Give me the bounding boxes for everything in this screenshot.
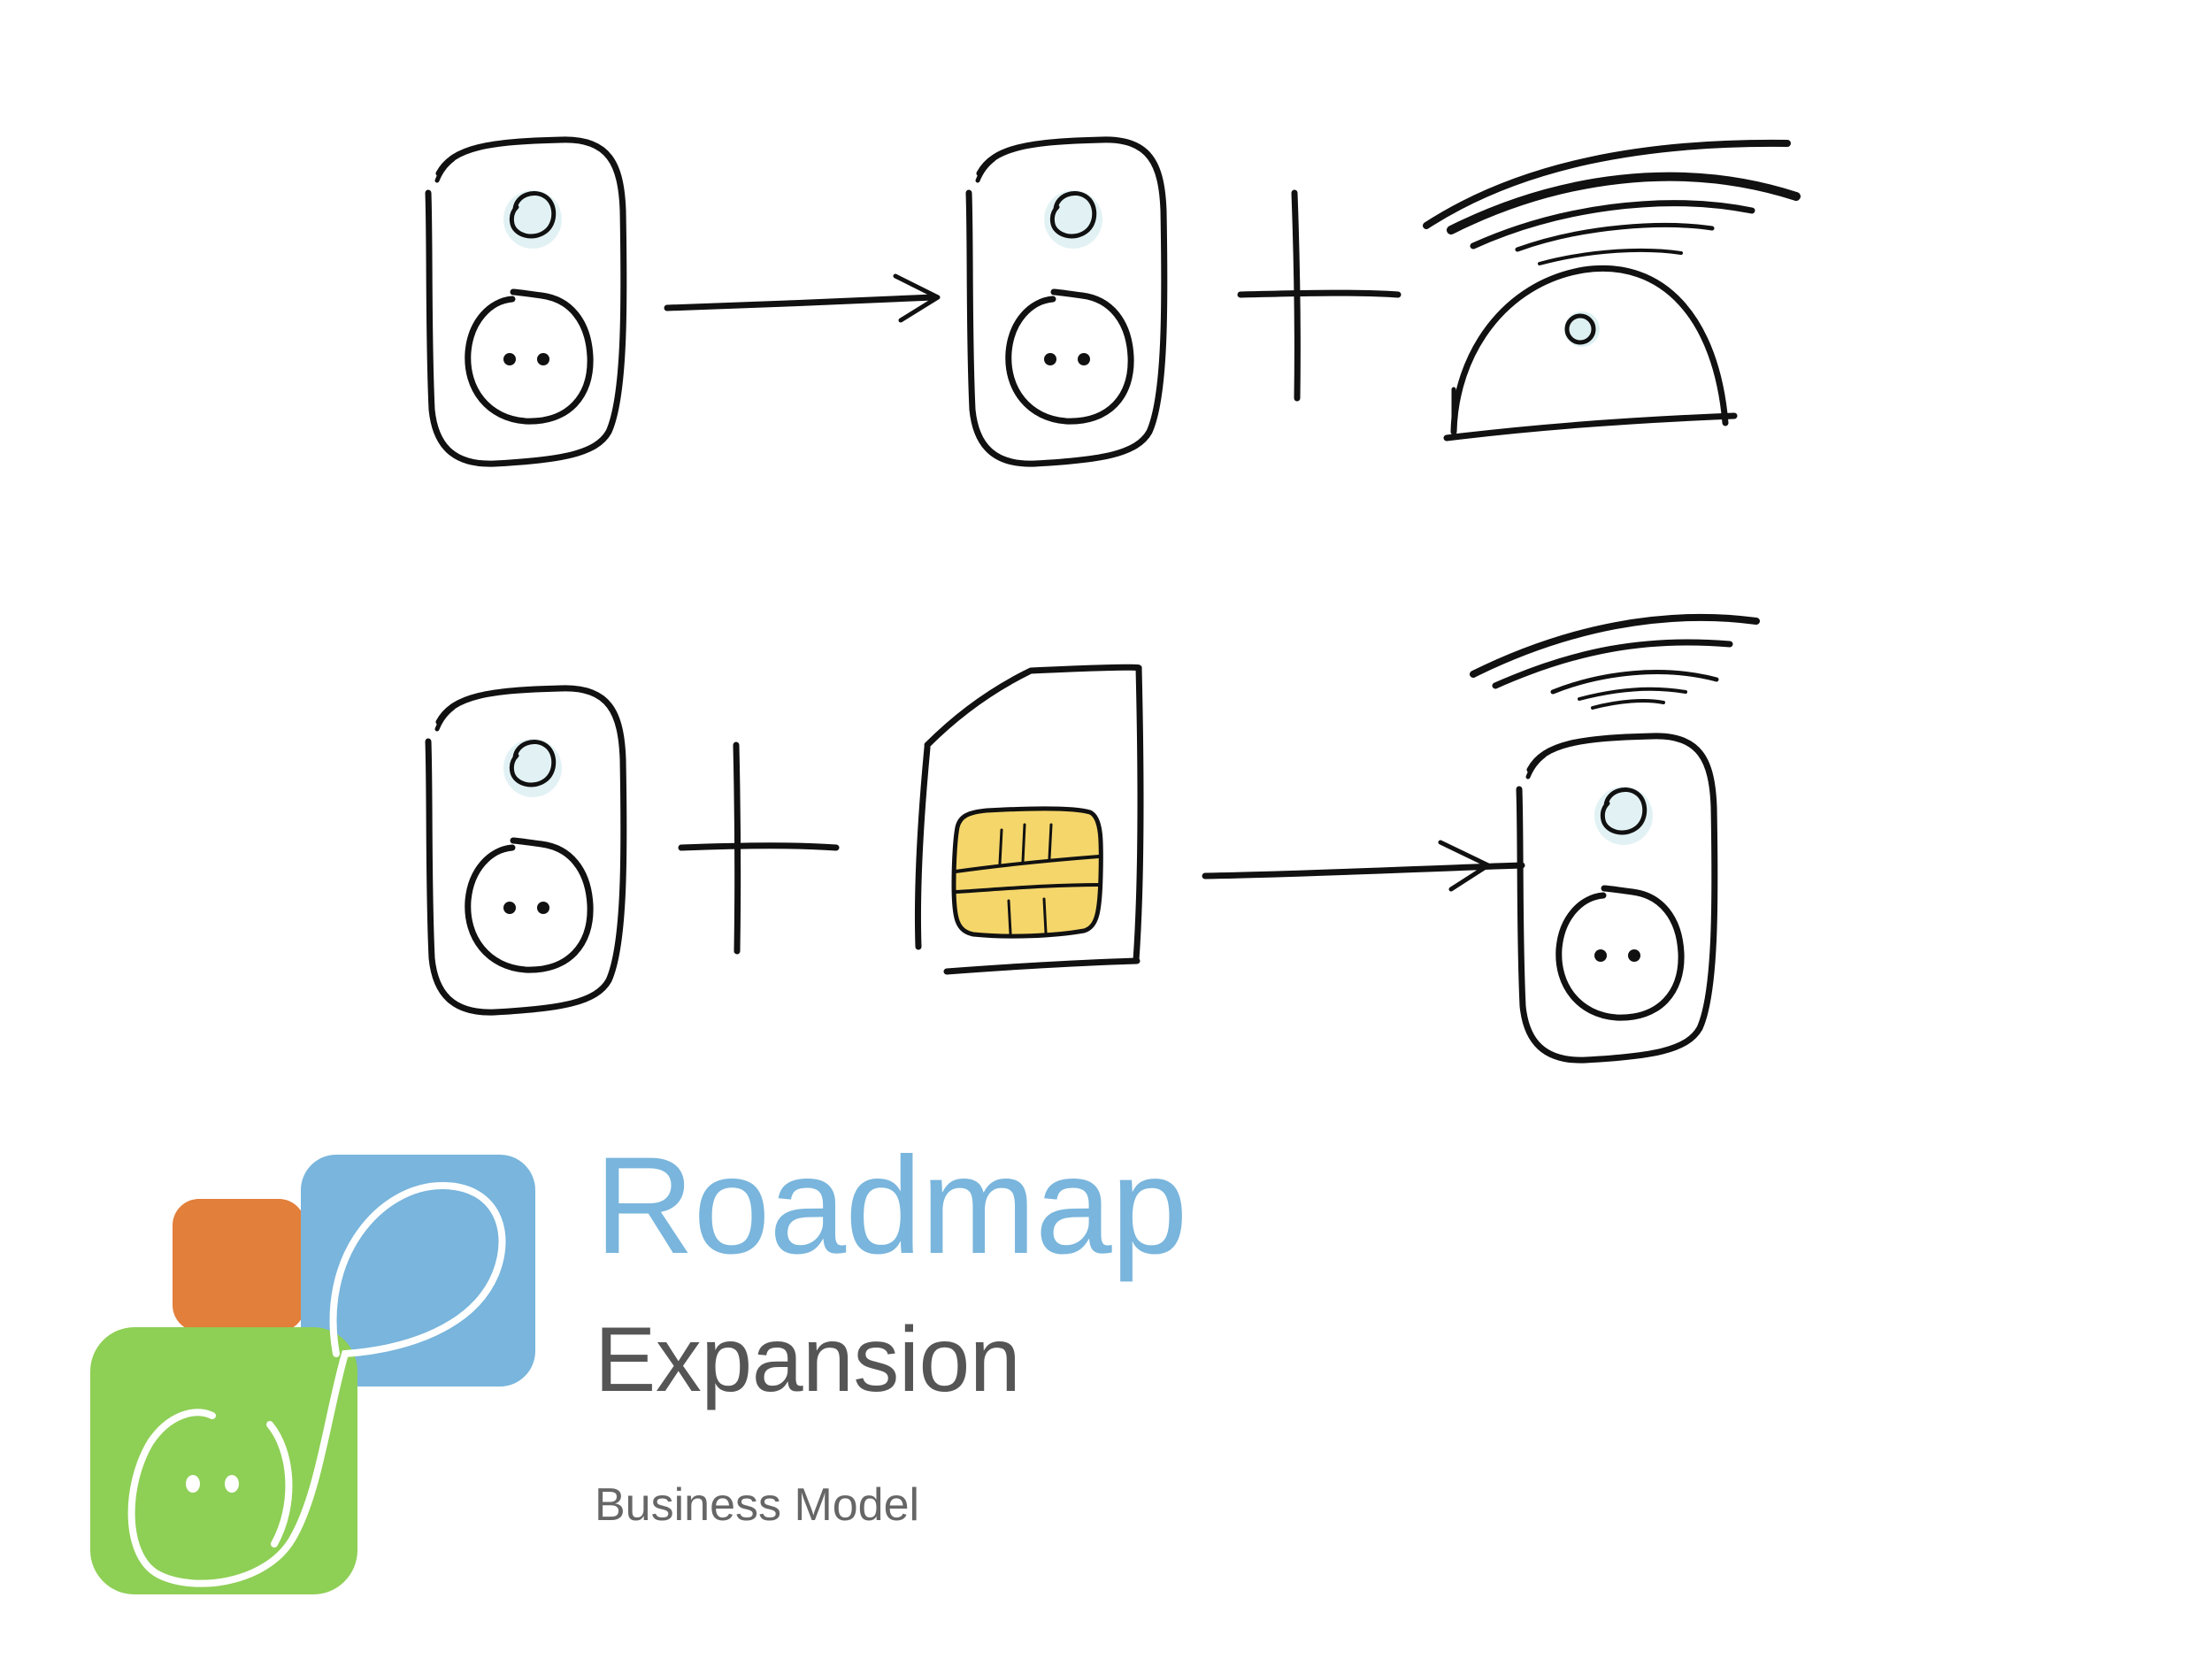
wifi-hub-icon — [1423, 139, 1801, 442]
title-block: Roadmap Expansion Business Model — [595, 1137, 1187, 1528]
wireless-plug-icon — [1470, 613, 1760, 1060]
plus-icon — [678, 741, 840, 955]
page-caption: Business Model — [595, 1479, 920, 1531]
smart-plug-icon — [428, 688, 624, 1012]
app-logo-icon — [90, 1155, 535, 1594]
smart-plug-icon — [969, 140, 1164, 464]
plus-icon — [1237, 189, 1402, 402]
arrow-icon — [664, 273, 941, 323]
smart-plug-icon — [428, 140, 624, 464]
page-title: Roadmap — [595, 1129, 1187, 1283]
sim-card-icon — [914, 664, 1144, 975]
arrow-icon — [1202, 840, 1525, 892]
page-subtitle: Expansion — [595, 1309, 1021, 1411]
